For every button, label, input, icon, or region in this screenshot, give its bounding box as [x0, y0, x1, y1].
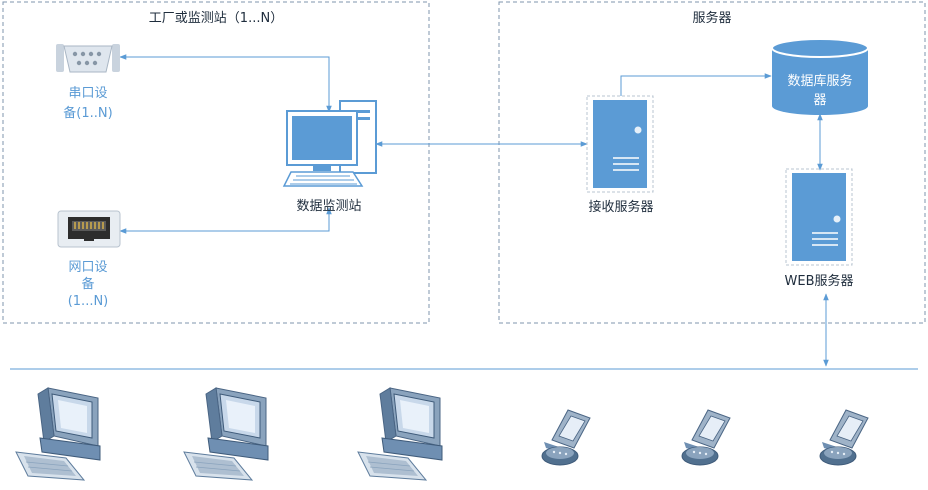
factory-group-box: [2, 1, 430, 324]
server-group-box: [498, 1, 926, 324]
phone-client-2-icon: [681, 409, 731, 466]
phone-client-3-icon: [819, 409, 869, 466]
phone-client-1-icon: [541, 409, 591, 466]
link-serial-station: [119, 54, 332, 113]
client-computers: [15, 387, 443, 481]
serial-device-label-line2: 备(1..N): [63, 105, 112, 121]
web-server-label: WEB服务器: [785, 273, 854, 289]
db-server-label-line2: 器: [813, 93, 826, 108]
web-server-icon: [785, 168, 853, 266]
link-network-station: [119, 207, 332, 234]
network-device-label-line3: (1...N): [68, 294, 109, 309]
network-port-icon: [57, 210, 121, 248]
db-server-label-line1: 数据库服务: [787, 73, 852, 89]
monitor-station-label: 数据监测站: [296, 199, 361, 214]
receive-server-label: 接收服务器: [588, 199, 653, 215]
computer-client-2-icon: [183, 387, 269, 481]
network-device-label-line1: 网口设: [68, 260, 107, 275]
receive-server-icon: [586, 95, 654, 193]
server-group-title: 服务器: [692, 10, 731, 26]
serial-device-label-line1: 串口设: [68, 86, 107, 101]
database-cylinder-icon: [771, 38, 869, 115]
computer-client-3-icon: [357, 387, 443, 481]
factory-group-title: 工厂或监测站（1...N）: [149, 11, 283, 26]
serial-connector-icon: [56, 44, 120, 73]
monitor-station-computer-icon: [282, 100, 377, 187]
link-receive-db: [620, 73, 772, 96]
client-phones: [541, 409, 869, 466]
computer-client-1-icon: [15, 387, 101, 481]
network-device-label-line2: 备: [81, 276, 94, 292]
